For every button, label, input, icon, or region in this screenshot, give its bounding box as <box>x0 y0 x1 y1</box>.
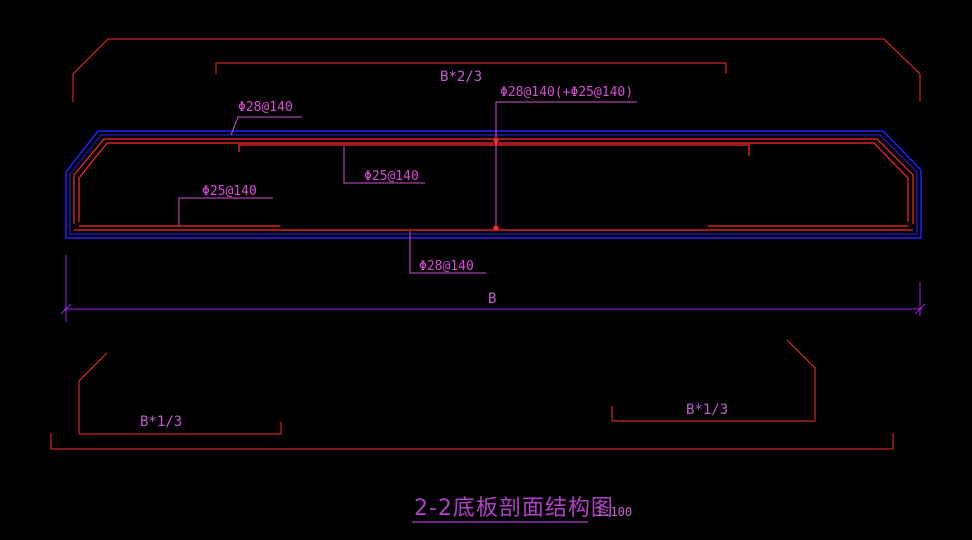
slab-outline-outer <box>65 130 922 239</box>
leader-top-outer <box>230 116 302 136</box>
label-top-center-rebar: Φ28@140(+Φ25@140) <box>500 85 633 100</box>
top-outline-bracket <box>72 38 921 102</box>
rebar-top-additional <box>238 144 750 156</box>
bottom-right-dimension-label: B*1/3 <box>686 402 728 418</box>
leader-top-center-dot-lower <box>493 225 499 231</box>
rebar-top-inner <box>78 142 909 222</box>
bottom-left-chamfer-bracket <box>78 352 282 435</box>
label-bottom-rebar: Φ28@140 <box>419 259 474 274</box>
slab-outline-inner <box>69 134 918 235</box>
leader-top-center-dot-upper <box>493 137 499 143</box>
bottom-right-chamfer-bracket <box>611 339 816 422</box>
top-width-dimension-line <box>215 62 727 74</box>
leader-left-bottom-inner <box>178 197 273 226</box>
top-width-dimension-label: B*2/3 <box>440 69 482 85</box>
overall-dimension-tick-right <box>914 303 926 315</box>
label-top-outer-rebar: Φ28@140 <box>238 100 293 115</box>
leader-top-inner <box>343 146 425 184</box>
overall-dimension-label: B <box>488 291 496 307</box>
bottom-overall-bracket <box>50 433 894 450</box>
drawing-scale: 1:100 <box>596 505 632 519</box>
drawing-title: 2-2底板剖面结构图 <box>414 496 614 521</box>
leader-top-center <box>495 101 637 228</box>
leader-bottom <box>409 231 486 274</box>
label-left-bottom-inner-rebar: Φ25@140 <box>202 184 257 199</box>
rebar-top-outer <box>73 138 914 224</box>
overall-dimension-tick-left <box>60 303 72 315</box>
label-top-inner-rebar: Φ25@140 <box>364 169 419 184</box>
bottom-left-dimension-label: B*1/3 <box>140 414 182 430</box>
